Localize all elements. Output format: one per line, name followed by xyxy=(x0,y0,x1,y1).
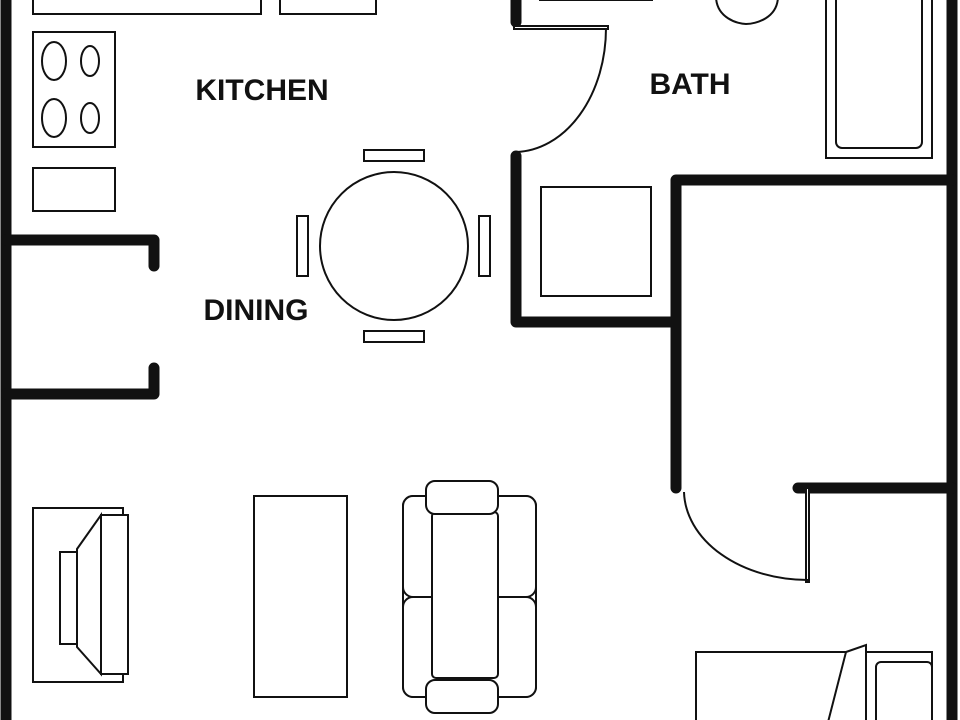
bath-fixtures xyxy=(539,0,933,297)
stove-burner-icon xyxy=(41,41,67,81)
bedroom-furniture xyxy=(695,643,933,720)
kitchen-label: KITCHEN xyxy=(195,74,328,107)
stove-burner-icon xyxy=(80,45,100,77)
dining-label: DINING xyxy=(204,294,309,327)
toilet xyxy=(715,0,779,26)
bed-pillow xyxy=(875,661,933,720)
dining-furniture xyxy=(296,149,491,343)
bed-blanket-fold xyxy=(827,643,867,720)
dining-chair xyxy=(296,215,309,277)
dining-chair xyxy=(363,330,425,343)
linen-cabinet xyxy=(540,186,652,297)
bath-door-leaf xyxy=(513,25,609,30)
interior-walls xyxy=(0,0,958,494)
living-furniture xyxy=(32,480,537,714)
kitchen-sink xyxy=(279,0,377,15)
tv-screen xyxy=(59,551,78,645)
doors xyxy=(513,25,810,583)
coffee-table xyxy=(253,495,348,698)
tv-stand xyxy=(100,514,129,675)
bedroom-door-swing xyxy=(683,491,809,581)
bedroom-wall xyxy=(670,174,958,494)
room-labels: KITCHEN BATH DINING xyxy=(195,68,730,327)
sofa-back xyxy=(425,679,499,714)
bath-label: BATH xyxy=(649,68,730,101)
bath-door-swing xyxy=(515,27,607,153)
kitchen-fixtures xyxy=(32,0,377,212)
dining-chair xyxy=(363,149,425,162)
dining-table xyxy=(319,171,469,321)
bath-closet-wall xyxy=(510,150,682,328)
refrigerator xyxy=(32,167,116,212)
television xyxy=(76,511,102,677)
stove-burner-icon xyxy=(80,102,100,134)
closet-wall-upper xyxy=(0,234,160,272)
sofa-seat xyxy=(431,511,499,679)
bedroom-door-leaf xyxy=(805,487,810,583)
bathtub-basin xyxy=(835,0,923,149)
dining-chair xyxy=(478,215,491,277)
sofa-back xyxy=(425,480,499,515)
closet-wall-lower xyxy=(0,362,160,400)
stove-burner-icon xyxy=(41,98,67,138)
kitchen-counter xyxy=(32,0,262,15)
